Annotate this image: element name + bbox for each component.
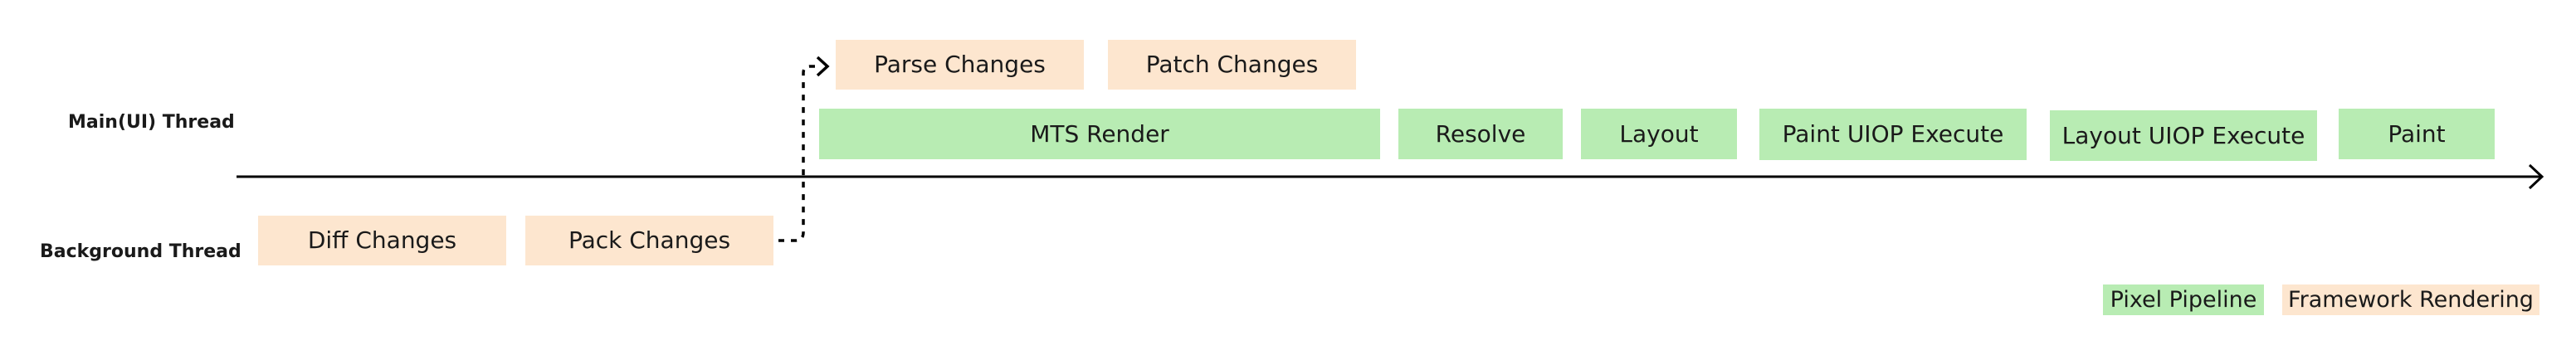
paint-box: Paint — [2339, 109, 2495, 159]
resolve-box: Resolve — [1398, 109, 1563, 159]
connector-arrowhead — [816, 56, 830, 77]
pack-to-parse-connector — [778, 65, 820, 242]
layout-uiop-execute-box: Layout UIOP Execute — [2050, 110, 2317, 161]
parse-changes-box: Parse Changes — [836, 40, 1084, 90]
diff-changes-box: Diff Changes — [258, 216, 506, 265]
timeline-arrowhead — [2528, 163, 2544, 190]
paint-uiop-execute-box: Paint UIOP Execute — [1759, 109, 2027, 160]
background-thread-label: Background Thread — [40, 241, 242, 262]
layout-box: Layout — [1581, 109, 1737, 159]
pack-changes-box: Pack Changes — [525, 216, 773, 265]
main-thread-label: Main(UI) Thread — [68, 112, 235, 133]
legend-pixel-pipeline: Pixel Pipeline — [2103, 284, 2264, 315]
patch-changes-box: Patch Changes — [1108, 40, 1356, 90]
mts-render-box: MTS Render — [819, 109, 1380, 159]
legend-framework-rendering: Framework Rendering — [2282, 284, 2539, 315]
